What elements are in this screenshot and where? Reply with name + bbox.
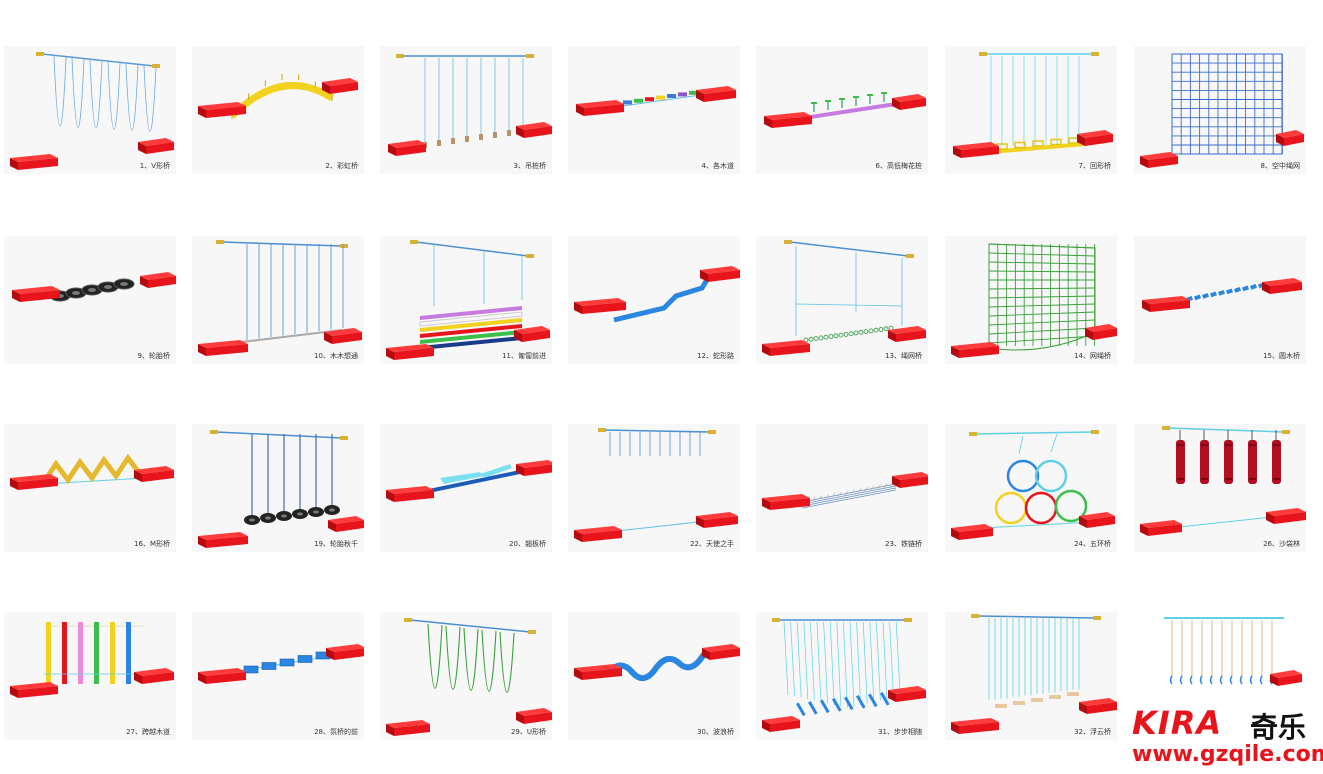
equipment-card: 14、网绳桥 — [945, 236, 1117, 364]
equipment-label: 29、U形桥 — [510, 728, 546, 736]
equipment-label: 7、回形桥 — [1078, 162, 1111, 170]
equipment-label: 32、浮云桥 — [1074, 728, 1111, 736]
equipment-card: 7、回形桥 — [945, 46, 1117, 174]
equipment-illustration — [10, 453, 174, 490]
equipment-card: 26、沙袋林 — [1134, 424, 1306, 552]
equipment-label: 12、蛇形路 — [697, 352, 734, 360]
equipment-illustration — [388, 54, 552, 156]
equipment-card: 13、绳网桥 — [756, 236, 928, 364]
equipment-card: 16、M形桥 — [4, 424, 176, 552]
equipment-label: 20、翘板桥 — [509, 540, 546, 548]
equipment-card: 9、轮胎桥 — [4, 236, 176, 364]
equipment-label: 30、波浪桥 — [697, 728, 734, 736]
equipment-illustration — [1142, 278, 1302, 312]
equipment-label: 31、步步相随 — [878, 728, 922, 736]
equipment-label: 2、彩虹桥 — [325, 162, 358, 170]
equipment-illustration — [12, 272, 176, 302]
equipment-illustration — [951, 243, 1117, 358]
equipment-label: 15、圆木桥 — [1263, 352, 1300, 360]
equipment-illustration — [198, 74, 358, 119]
equipment-card: 6、高低梅花桩 — [756, 46, 928, 174]
equipment-card: 8、空中绳网 — [1134, 46, 1306, 174]
equipment-card: 3、吊桩桥 — [380, 46, 552, 174]
equipment-label: 6、高低梅花桩 — [875, 162, 922, 170]
logo-url: www.gzqile.com — [1132, 742, 1323, 767]
equipment-illustration — [951, 430, 1115, 540]
equipment-card: 27、跨越木道 — [4, 612, 176, 740]
equipment-label: 24、五环桥 — [1074, 540, 1111, 548]
equipment-card: 32、浮云桥 — [945, 612, 1117, 740]
equipment-card: 10、木木想通 — [192, 236, 364, 364]
equipment-card: 28、氛桥的前 — [192, 612, 364, 740]
equipment-illustration — [198, 644, 364, 684]
equipment-illustration — [386, 618, 552, 736]
equipment-label: 8、空中绳网 — [1260, 162, 1300, 170]
equipment-card: 4、各木道 — [568, 46, 740, 174]
equipment-card: 23、铁链桥 — [756, 424, 928, 552]
equipment-illustration — [574, 266, 740, 323]
logo-chinese: 奇乐 — [1250, 711, 1307, 744]
logo-brand: KIRA — [1132, 704, 1223, 742]
equipment-label: 23、铁链桥 — [885, 540, 922, 548]
equipment-label: 3、吊桩桥 — [513, 162, 546, 170]
equipment-label: 11、匍匐前进 — [502, 352, 546, 360]
equipment-illustration — [1164, 617, 1302, 686]
equipment-card — [1134, 612, 1306, 740]
equipment-card: 29、U形桥 — [380, 612, 552, 740]
equipment-card: 15、圆木桥 — [1134, 236, 1306, 364]
equipment-illustration — [953, 52, 1113, 158]
equipment-label: 27、跨越木道 — [126, 728, 170, 736]
equipment-illustration — [198, 240, 362, 356]
equipment-label: 19、轮胎秋千 — [314, 540, 358, 548]
equipment-label: 28、氛桥的前 — [314, 728, 358, 736]
equipment-card: 22、天使之手 — [568, 424, 740, 552]
equipment-label: 10、木木想通 — [314, 352, 358, 360]
equipment-label: 4、各木道 — [701, 162, 734, 170]
equipment-illustration — [386, 240, 550, 360]
equipment-card: 19、轮胎秋千 — [192, 424, 364, 552]
equipment-card: 11、匍匐前进 — [380, 236, 552, 364]
equipment-label: 14、网绳桥 — [1074, 352, 1111, 360]
equipment-illustration — [951, 614, 1117, 734]
equipment-illustration — [198, 430, 364, 548]
equipment-label: 16、M形桥 — [134, 540, 170, 548]
equipment-illustration — [762, 240, 926, 356]
equipment-illustration — [10, 622, 174, 698]
equipment-label: 22、天使之手 — [690, 540, 734, 548]
equipment-label: 26、沙袋林 — [1263, 540, 1300, 548]
equipment-illustration — [574, 644, 740, 681]
equipment-illustration — [764, 92, 926, 128]
equipment-card: 1、V形桥 — [4, 46, 176, 174]
equipment-card: 12、蛇形路 — [568, 236, 740, 364]
equipment-card: 20、翘板桥 — [380, 424, 552, 552]
equipment-card: 2、彩虹桥 — [192, 46, 364, 174]
equipment-illustration — [386, 460, 552, 502]
equipment-card: 24、五环桥 — [945, 424, 1117, 552]
equipment-label: 9、轮胎桥 — [137, 352, 170, 360]
equipment-card: 30、波浪桥 — [568, 612, 740, 740]
equipment-illustration — [1140, 53, 1304, 168]
equipment-label: 13、绳网桥 — [885, 352, 922, 360]
equipment-illustration — [574, 428, 738, 542]
equipment-label: 1、V形桥 — [139, 162, 170, 170]
equipment-illustration — [576, 86, 736, 116]
equipment-card: 31、步步相随 — [756, 612, 928, 740]
equipment-illustration — [10, 52, 174, 170]
kira-logo: KIRA 奇乐 www.gzqile.com — [1132, 704, 1323, 770]
equipment-illustration — [762, 618, 926, 732]
equipment-illustration — [1140, 426, 1306, 536]
equipment-illustration — [762, 472, 928, 510]
